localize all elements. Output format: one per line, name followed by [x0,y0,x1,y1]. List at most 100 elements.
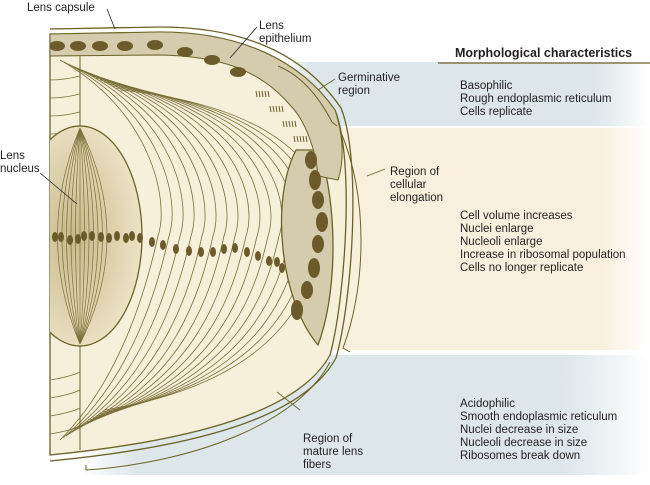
epithelial-nucleus [204,55,220,65]
bow-nucleus [301,281,313,299]
bow-nucleus [312,235,324,253]
mitotic-figure [294,120,297,128]
mitotic-figure [267,90,270,98]
epithelial-nucleus [70,41,86,51]
chain-nucleus [137,233,143,243]
characteristic-item: Cells replicate [460,106,533,118]
chain-nucleus [81,231,87,241]
chain-nucleus [75,234,81,244]
bow-nucleus [305,151,317,169]
chain-nucleus [198,247,204,257]
fiber-line [50,371,81,381]
epithelial-nucleus [177,47,193,57]
lens-epithelium-label: Lens epithelium [259,20,312,45]
fiber-line [50,75,81,81]
nucleus-leader [39,172,78,205]
chain-nucleus [274,257,280,267]
chain-nucleus [149,237,155,247]
mitotic-figure [293,135,296,143]
mitotic-figure [282,120,285,128]
nucleus-fiber [66,127,81,345]
characteristic-item: Acidophilic [460,398,515,410]
fiber-line [83,75,250,425]
germinative-leader [317,78,336,91]
mature-bracket [85,361,331,471]
bow-nucleus [309,170,321,190]
nuclear-bow-chain [52,231,285,273]
epithelial-nucleus [92,41,108,51]
cellular-elongation-label: Region of cellular elongation [390,166,444,204]
epithelium-leader [229,26,258,59]
characteristic-item: Nuclei enlarge [460,223,534,235]
chain-nucleus [210,247,216,257]
characteristic-item: Cells no longer replicate [460,262,584,274]
elongation-leader [366,168,386,177]
characteristic-item: Nuclei decrease in size [460,424,579,436]
fiber-line [86,77,261,423]
mitotic-figure [278,105,281,113]
epithelial-cells [50,40,308,143]
chain-nucleus [123,233,129,243]
epithelial-nucleus [50,41,65,51]
characteristic-item: Smooth endoplasmic reticulum [460,411,618,423]
mitotic-figure [299,135,302,143]
chain-nucleus [221,244,227,254]
chain-nucleus [89,231,95,241]
lens-capsule-label: Lens capsule [27,2,95,14]
mitotic-figure [281,105,284,113]
epithelial-nucleus [230,67,246,77]
mitotic-figure [272,105,275,113]
fiber-line [50,425,81,435]
mature-leader [276,391,301,411]
characteristic-item: Nucleoli decrease in size [460,437,588,449]
bow-nucleus [316,212,328,232]
capsule-leader [106,8,116,30]
characteristic-item: Rough endoplasmic reticulum [460,93,612,105]
mitotic-figure [258,90,261,98]
fiber-line [92,81,283,419]
mitotic-figure [285,120,288,128]
epithelial-nucleus [117,41,133,51]
nucleus-fiber [79,127,99,345]
chain-nucleus [266,256,272,266]
fiber-line [50,111,81,117]
lens-capsule [49,26,354,462]
characteristic-item: Basophilic [460,80,513,92]
fiber-line [74,69,217,431]
fiber-line [62,61,173,439]
chain-nucleus [98,232,104,242]
chain-nucleus [173,244,179,254]
fiber-line [80,73,239,427]
mitotic-figure [291,120,294,128]
nucleus-fiber [75,127,81,345]
characteristics-title: Morphological characteristics [455,46,633,60]
chain-nucleus [129,231,135,241]
chain-nucleus [114,231,120,241]
fiber-line [77,71,228,429]
germinative-bracket [277,65,338,127]
fiber-line [71,67,206,433]
mitotic-figure [255,90,258,98]
characteristic-item: Nucleoli enlarge [460,236,543,248]
germinative-characteristics: Basophilic Rough endoplasmic reticulum C… [460,80,612,119]
germinative-band [280,62,650,126]
fiber-line [50,93,81,99]
chain-nucleus [160,240,166,250]
bow-nucleus [291,300,303,320]
chain-nucleus [244,247,250,257]
mitotic-figure [302,135,305,143]
fiber-line [89,79,272,421]
elongation-characteristics: Cell volume increases Nuclei enlarge Nuc… [460,210,626,275]
bow-nuclei [291,151,328,320]
characteristic-item: Ribosomes break down [460,450,581,462]
epithelial-nucleus [147,40,163,50]
fiber-line [68,65,195,435]
chain-nucleus [58,232,64,242]
bow-nucleus [308,258,320,278]
fiber-line [59,59,162,441]
characteristic-item: Cell volume increases [460,210,573,222]
chain-nucleus [67,235,73,245]
germinative-region-label: Germinative region [338,72,400,97]
chain-nucleus [186,246,192,256]
